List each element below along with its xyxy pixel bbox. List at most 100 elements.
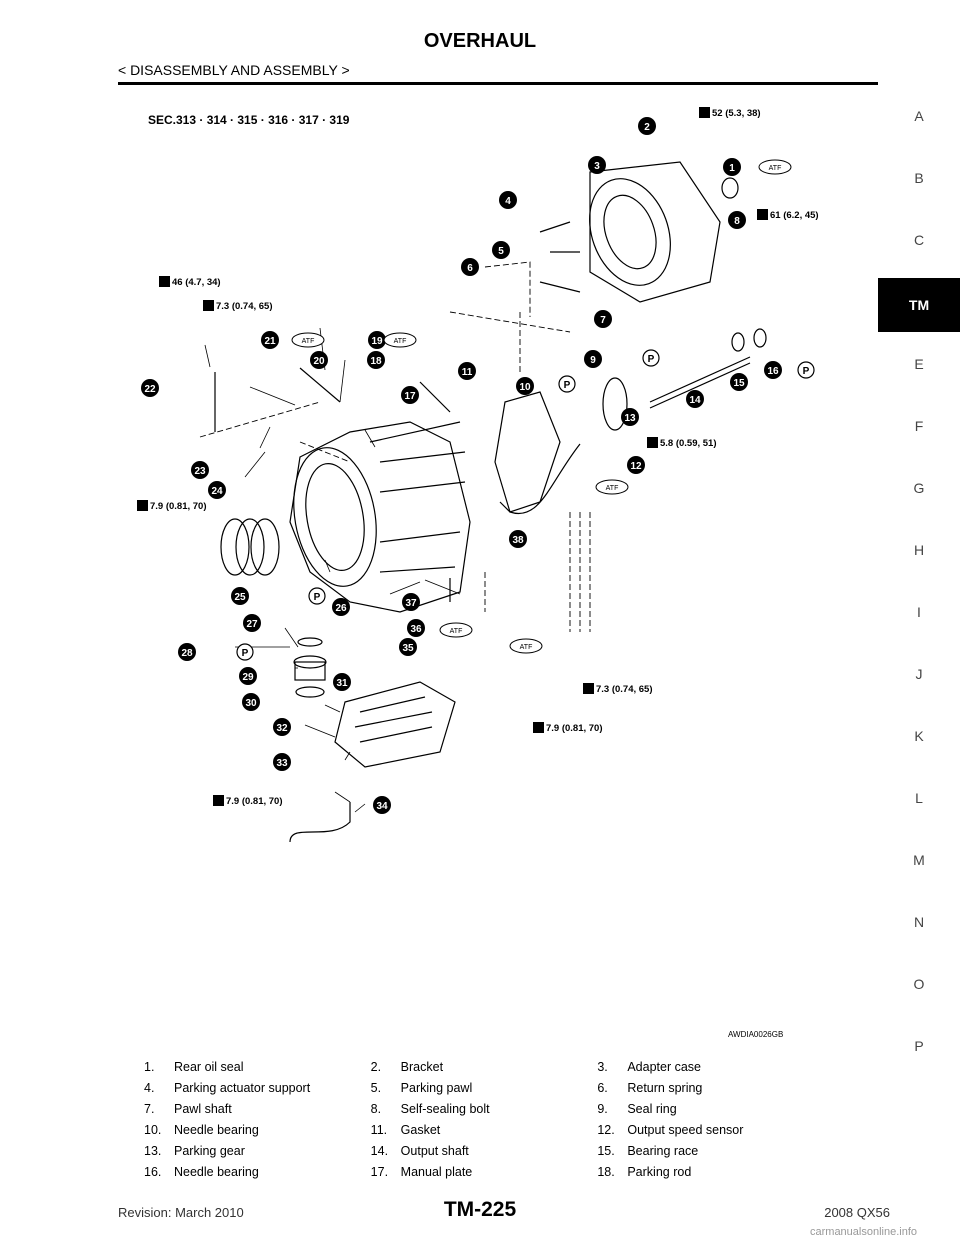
- torque-value: 7.9 (0.81, 70): [226, 796, 283, 807]
- callout-circle: [588, 156, 606, 174]
- side-index-e[interactable]: E: [914, 356, 924, 372]
- callout-16: 16: [764, 361, 782, 379]
- parking-rod: [419, 381, 451, 413]
- legend-item-number: 18.: [597, 1165, 615, 1179]
- legend-item-number: 12.: [597, 1123, 615, 1137]
- p-circle: [308, 587, 326, 605]
- side-index-k[interactable]: K: [914, 728, 924, 744]
- atf-badge: ATF: [758, 159, 792, 175]
- torque-spec: 46 (4.7, 34): [159, 276, 221, 288]
- legend-item: 10.Needle bearing: [144, 1123, 371, 1144]
- legend-item-number: 10.: [144, 1123, 162, 1137]
- leader-line: [304, 724, 336, 738]
- callout-35: 35: [399, 638, 417, 656]
- callout-number: 16: [767, 366, 779, 377]
- legend-item-label: Adapter case: [627, 1060, 702, 1074]
- leader-line: [249, 386, 296, 406]
- atf-text: ATF: [302, 338, 315, 345]
- manual-shaft: [299, 367, 341, 403]
- p-circle: [642, 349, 660, 367]
- side-index-a[interactable]: A: [914, 108, 924, 124]
- callout-number: 12: [630, 461, 642, 472]
- adapter-case-bore: [589, 178, 671, 286]
- legend-item: 3.Adapter case: [597, 1060, 824, 1081]
- side-index-h[interactable]: H: [913, 542, 925, 558]
- petroleum-jelly-badge: P: [797, 361, 815, 379]
- callout-number: 23: [194, 466, 206, 477]
- legend-item-label: Gasket: [400, 1123, 441, 1137]
- callout-number: 20: [313, 356, 325, 367]
- legend-item: 6.Return spring: [597, 1081, 824, 1102]
- callout-number: 29: [242, 672, 254, 683]
- callout-circle: [208, 481, 226, 499]
- callout-circle: [730, 373, 748, 391]
- control-valve-detail: [354, 696, 433, 743]
- parking-parts: [539, 221, 581, 293]
- parking-gear: [602, 377, 628, 431]
- case-ribs: [369, 421, 466, 573]
- torque-spec: 7.9 (0.81, 70): [213, 795, 283, 807]
- callout-number: 18: [370, 356, 382, 367]
- callout-13: 13: [621, 408, 639, 426]
- callout-11: 11: [458, 362, 476, 380]
- wrench-icon: [213, 795, 224, 806]
- legend-item-label: Parking rod: [627, 1165, 692, 1179]
- torque-value: 7.3 (0.74, 65): [216, 301, 273, 312]
- side-index-g[interactable]: G: [913, 480, 925, 496]
- legend-item: 13.Parking gear: [144, 1144, 371, 1165]
- side-index-n[interactable]: N: [913, 914, 925, 930]
- callout-circle: [627, 456, 645, 474]
- leader-line: [324, 704, 341, 713]
- callout-10: 10: [516, 377, 534, 395]
- legend-item-label: Return spring: [627, 1081, 703, 1095]
- callout-number: 5: [498, 246, 504, 257]
- p-circle: [558, 375, 576, 393]
- callout-32: 32: [273, 718, 291, 736]
- petroleum-jelly-badge: P: [308, 587, 326, 605]
- atf-oval: [439, 622, 473, 638]
- side-index-tm[interactable]: TM: [878, 278, 960, 332]
- callout-36: 36: [407, 619, 425, 637]
- leader-line: [244, 451, 266, 478]
- callout-number: 6: [467, 263, 473, 274]
- legend-item-number: 17.: [370, 1165, 389, 1179]
- callout-number: 26: [335, 603, 347, 614]
- header-rule: [118, 82, 878, 85]
- torque-value: 7.3 (0.74, 65): [596, 684, 653, 695]
- p-text: P: [242, 648, 249, 659]
- side-index-m[interactable]: M: [913, 852, 925, 868]
- legend-item-number: 4.: [144, 1081, 155, 1095]
- side-index-p[interactable]: P: [914, 1038, 924, 1054]
- callout-number: 11: [462, 367, 473, 378]
- snap-ring: [295, 686, 325, 698]
- atf-oval: [291, 332, 325, 348]
- side-index-f[interactable]: F: [914, 418, 924, 434]
- callout-number: 2: [644, 122, 650, 133]
- legend-item: 8.Self-sealing bolt: [371, 1102, 598, 1123]
- side-index-l[interactable]: L: [915, 790, 923, 806]
- torque-value: 5.8 (0.59, 51): [660, 438, 717, 449]
- terminal-cord: [289, 802, 351, 843]
- callout-number: 1: [729, 163, 735, 174]
- callout-circle: [191, 461, 209, 479]
- callout-38: 38: [509, 530, 527, 548]
- leader-line: [364, 429, 376, 448]
- side-index-o[interactable]: O: [913, 976, 925, 992]
- legend-item-label: Rear oil seal: [174, 1060, 244, 1074]
- callout-circle: [764, 361, 782, 379]
- callout-9: 9: [584, 350, 602, 368]
- side-index-c[interactable]: C: [913, 232, 925, 248]
- callout-number: 38: [512, 535, 524, 546]
- wrench-icon: [533, 722, 544, 733]
- callout-circle: [333, 673, 351, 691]
- callout-7: 7: [594, 310, 612, 328]
- side-index-b[interactable]: B: [914, 170, 924, 186]
- callout-circle: [461, 258, 479, 276]
- callout-15: 15: [730, 373, 748, 391]
- callout-circle: [509, 530, 527, 548]
- side-index-i[interactable]: I: [917, 604, 921, 620]
- side-index-j[interactable]: J: [915, 666, 923, 682]
- callout-circle: [242, 693, 260, 711]
- atf-oval: [758, 159, 792, 175]
